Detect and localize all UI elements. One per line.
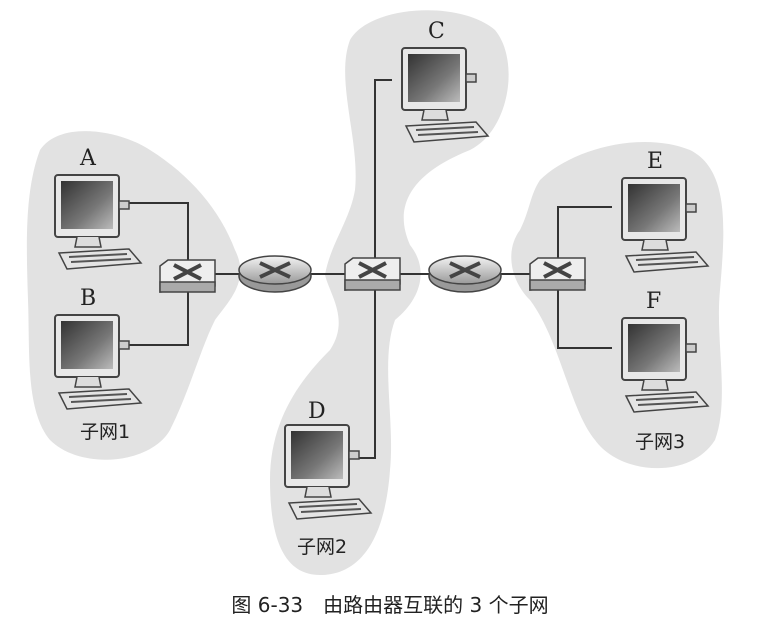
- host-a-label: A: [79, 146, 97, 171]
- switch-subnet3-icon: [528, 256, 587, 292]
- host-c-label: C: [428, 19, 445, 44]
- subnet2-label: 子网2: [297, 536, 347, 558]
- subnet1-label: 子网1: [80, 421, 130, 443]
- links: [128, 79, 612, 459]
- host-e-label: E: [647, 149, 663, 174]
- subnet3-label: 子网3: [635, 431, 685, 453]
- switch-subnet1-icon: [158, 258, 217, 294]
- figure-caption: 图 6-33 由路由器互联的 3 个子网: [231, 593, 548, 617]
- host-d-label: D: [308, 399, 326, 424]
- router-1-icon: [237, 254, 313, 294]
- host-f-label: F: [646, 289, 661, 314]
- switch-subnet2-icon: [343, 256, 402, 292]
- router-2-icon: [427, 254, 503, 294]
- host-b-label: B: [80, 286, 96, 311]
- subnet3-area: [511, 141, 724, 469]
